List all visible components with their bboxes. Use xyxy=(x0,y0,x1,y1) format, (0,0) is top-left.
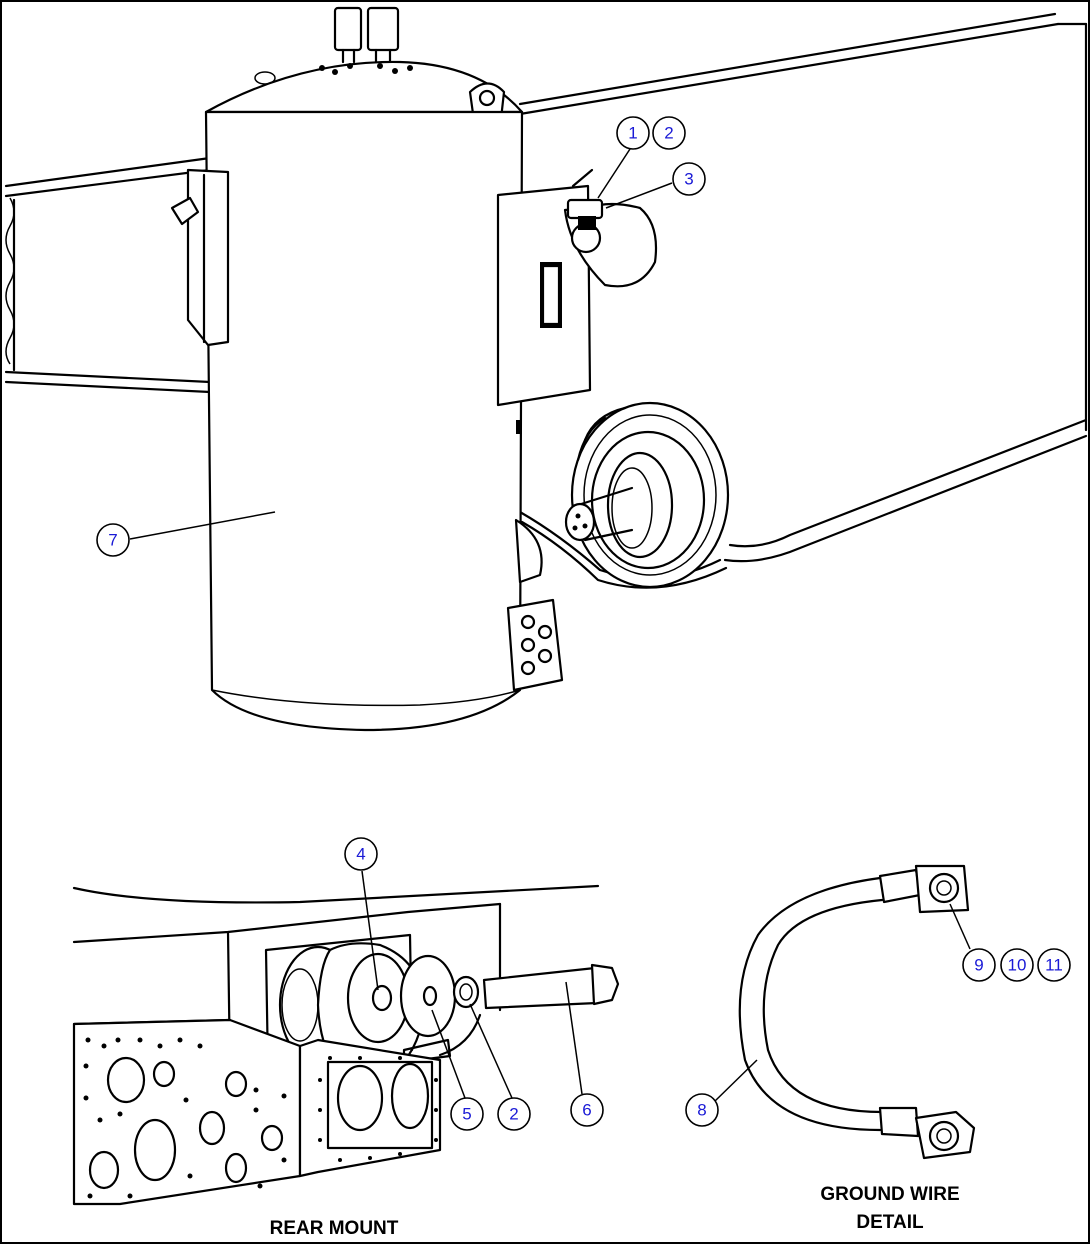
callout-9: 9 xyxy=(962,948,996,982)
svg-text:2: 2 xyxy=(509,1105,518,1124)
air-tank xyxy=(170,6,658,732)
svg-text:7: 7 xyxy=(108,531,117,550)
ground-wire-caption-line1: GROUND WIRE xyxy=(820,1184,959,1205)
svg-text:3: 3 xyxy=(684,170,693,189)
svg-text:9: 9 xyxy=(974,956,983,975)
callouts: 1 2 3 7 4 5 2 6 xyxy=(96,116,1071,1131)
callout-7: 7 xyxy=(96,523,130,557)
callout-2-bottom: 2 xyxy=(497,1097,531,1131)
rear-mount-detail xyxy=(72,884,620,1206)
ground-wire-detail xyxy=(738,864,976,1160)
callout-10: 10 xyxy=(1000,948,1034,982)
callout-6: 6 xyxy=(570,1093,604,1127)
callout-3: 3 xyxy=(672,162,706,196)
svg-text:6: 6 xyxy=(582,1101,591,1120)
svg-text:8: 8 xyxy=(697,1101,706,1120)
callout-5: 5 xyxy=(450,1097,484,1131)
callout-2-top: 2 xyxy=(652,116,686,150)
svg-text:11: 11 xyxy=(1045,956,1063,975)
svg-text:1: 1 xyxy=(628,124,637,143)
rear-mount-caption: REAR MOUNT xyxy=(270,1218,399,1239)
svg-text:10: 10 xyxy=(1008,956,1027,975)
callout-1: 1 xyxy=(616,116,650,150)
svg-text:2: 2 xyxy=(664,124,673,143)
frame-rail xyxy=(4,12,1088,602)
callout-11: 11 xyxy=(1037,948,1071,982)
svg-text:4: 4 xyxy=(356,845,365,864)
leader-lines xyxy=(129,148,971,1103)
trunnion-mount xyxy=(518,401,730,589)
callout-8: 8 xyxy=(685,1093,719,1127)
ground-wire-caption-line2: DETAIL xyxy=(856,1212,924,1233)
svg-text:5: 5 xyxy=(462,1105,471,1124)
callout-4: 4 xyxy=(344,837,378,871)
